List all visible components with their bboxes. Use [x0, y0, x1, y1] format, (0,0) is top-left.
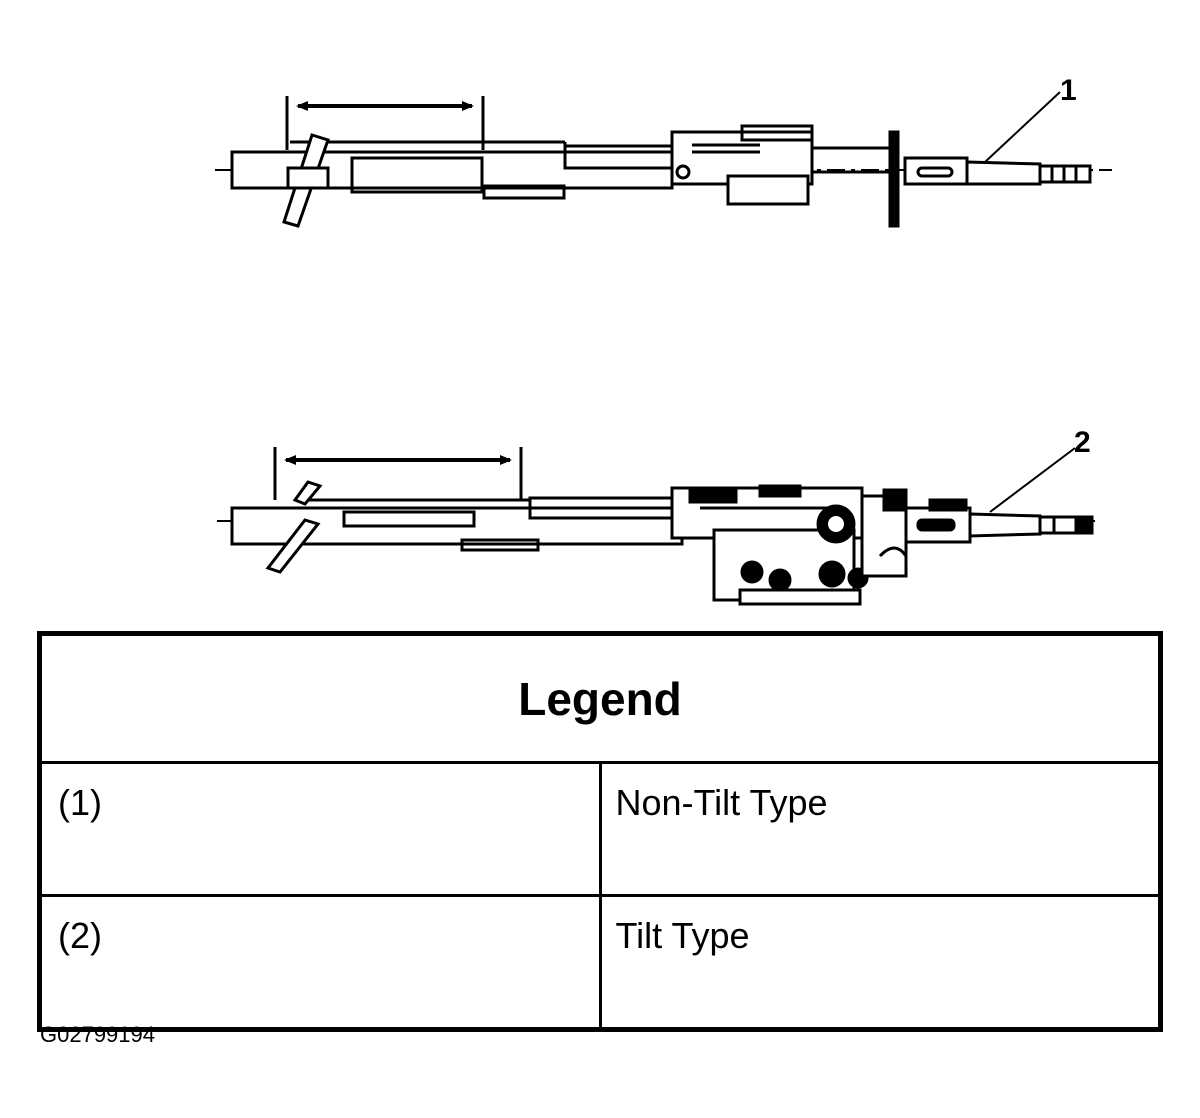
leader-line-2 — [989, 447, 1076, 513]
legend-label-1: Non-Tilt Type — [598, 761, 1162, 897]
non-tilt-column — [215, 91, 1112, 228]
callout-1: 1 — [1060, 74, 1077, 107]
legend-label-2: Tilt Type — [598, 894, 1162, 1031]
legend-table: Legend (1) Non-Tilt Type (2) Tilt Type — [37, 631, 1163, 1032]
legend-header-row: Legend — [38, 632, 1162, 764]
legend-key-1: (1) — [38, 761, 602, 897]
tilt-column — [217, 447, 1100, 606]
legend-row: (2) Tilt Type — [38, 894, 1162, 1031]
figure-id: G02799194 — [40, 1022, 155, 1047]
callout-2: 2 — [1074, 426, 1091, 459]
leader-line-1 — [984, 91, 1061, 163]
legend-key-2: (2) — [38, 894, 602, 1031]
legend-row: (1) Non-Tilt Type — [38, 761, 1162, 897]
legend-title: Legend — [38, 632, 1162, 764]
steering-column-diagram: 1 — [215, 74, 1112, 606]
